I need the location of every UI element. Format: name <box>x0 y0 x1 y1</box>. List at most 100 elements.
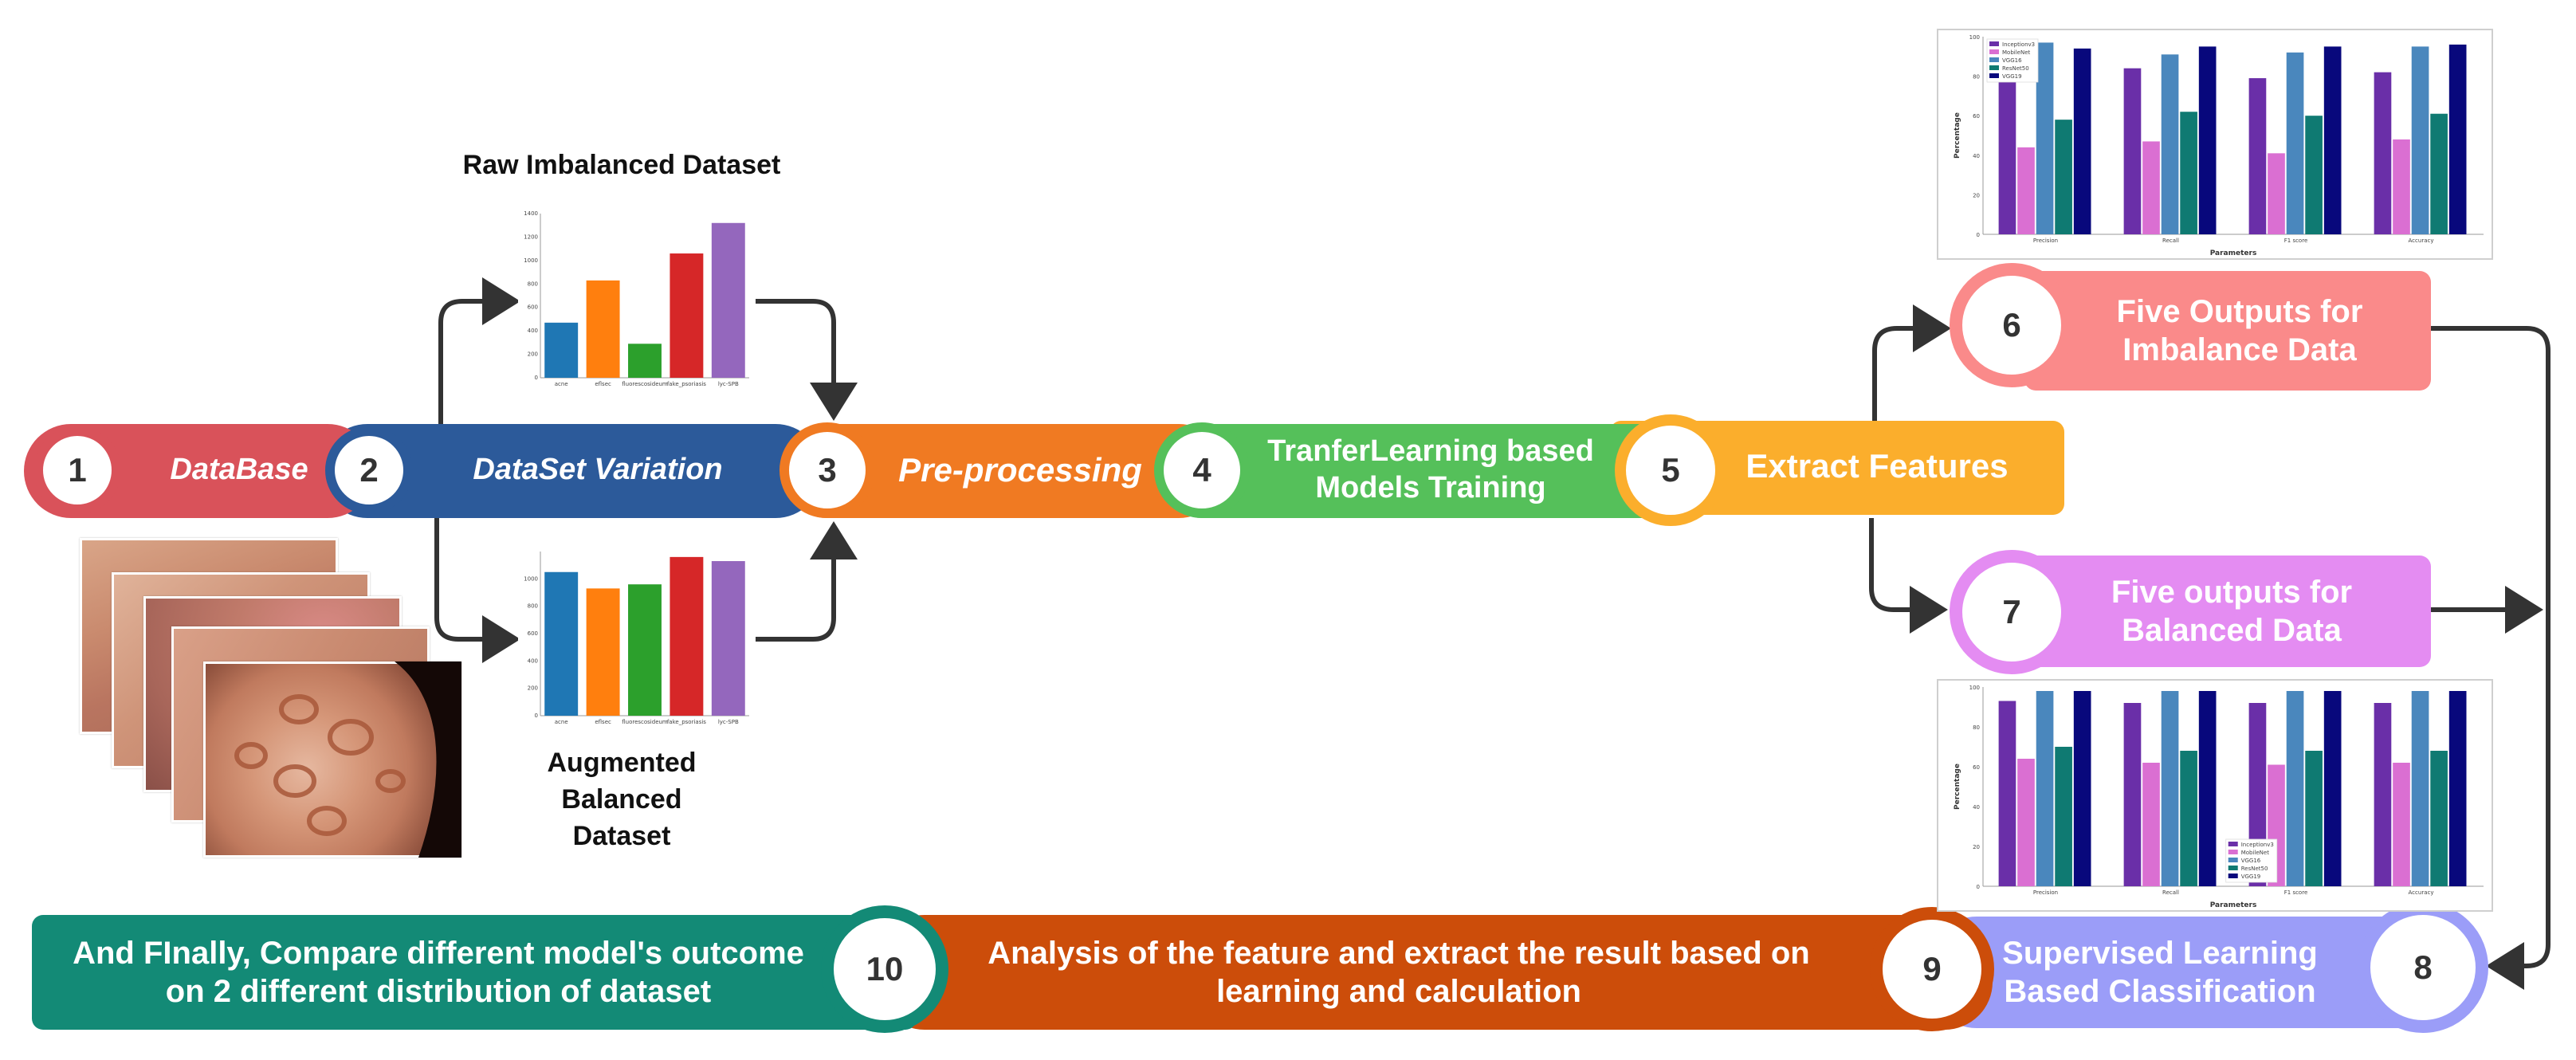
bar <box>2161 691 2179 886</box>
arrow-to-step-6 <box>1872 304 1951 424</box>
y-tick-label: 0 <box>1977 232 1980 238</box>
legend-swatch <box>2228 858 2238 862</box>
bar <box>711 561 745 716</box>
bar <box>2323 691 2342 886</box>
x-tick-label: fluorescosideum <box>622 381 668 387</box>
bar <box>2286 52 2304 234</box>
bar <box>1998 701 2016 886</box>
y-tick-label: 0 <box>1977 884 1980 890</box>
bar <box>2430 113 2448 234</box>
y-tick-label: 1000 <box>524 575 538 582</box>
bar <box>2305 751 2323 886</box>
bar <box>2036 691 2054 886</box>
step-7-label: Five outputs for Balanced Data <box>2111 575 2353 648</box>
x-tick-label: acne <box>555 719 568 725</box>
y-tick-label: 200 <box>528 685 538 692</box>
x-tick-label: eflsec <box>595 719 611 725</box>
step-2-label: DataSet Variation <box>473 453 723 487</box>
step-10-pill <box>32 915 917 1030</box>
y-tick-label: 600 <box>528 630 538 637</box>
legend-swatch <box>2228 850 2238 854</box>
legend-label: ResNet50 <box>2002 65 2029 72</box>
bar <box>586 588 620 716</box>
x-tick-label: Precision <box>2033 238 2058 244</box>
step-2-number: 2 <box>325 426 413 514</box>
y-tick-label: 40 <box>1973 153 1980 159</box>
bar <box>2180 112 2197 234</box>
bar <box>2393 139 2410 234</box>
arrow-to-step-7 <box>1869 518 1948 634</box>
bar <box>2448 44 2467 234</box>
bar <box>2036 42 2054 234</box>
y-tick-label: 1200 <box>524 234 538 240</box>
bar <box>2268 153 2285 234</box>
bar <box>2180 751 2197 886</box>
x-tick-label: F1 score <box>2284 889 2308 896</box>
bar <box>2123 703 2142 886</box>
y-tick-label: 100 <box>1969 34 1980 41</box>
y-tick-label: 400 <box>528 328 538 334</box>
x-tick-label: fake_psoriasis <box>667 381 706 387</box>
legend-label: MobileNet <box>2241 850 2270 856</box>
bar <box>2055 120 2072 234</box>
legend-label: Inceptionv3 <box>2002 41 2035 48</box>
x-tick-label: acne <box>555 381 568 387</box>
bar <box>2198 46 2217 235</box>
x-tick-label: fluorescosideum <box>622 719 668 725</box>
step-1-number: 1 <box>33 426 121 514</box>
bar <box>2198 691 2217 886</box>
y-tick-label: 40 <box>1973 804 1980 811</box>
y-tick-label: 600 <box>528 304 538 311</box>
arrow-from-augmented <box>756 521 858 642</box>
legend-swatch <box>1989 73 1999 78</box>
bar <box>711 222 745 378</box>
bar <box>2161 54 2179 234</box>
x-axis-label: Parameters <box>2210 901 2257 909</box>
y-tick-label: 20 <box>1973 844 1980 850</box>
bar <box>2017 147 2035 234</box>
step-9-label: Analysis of the feature and extract the … <box>988 936 1810 1009</box>
legend-swatch <box>1989 57 1999 62</box>
bar <box>2448 691 2467 886</box>
legend-swatch <box>1989 41 1999 46</box>
step-1-label: DataBase <box>170 453 308 487</box>
legend-swatch <box>2228 842 2238 846</box>
y-tick-label: 100 <box>1969 685 1980 691</box>
skin-lesions-icon <box>234 662 461 858</box>
legend-label: VGG16 <box>2002 57 2022 64</box>
bar <box>2055 747 2072 886</box>
y-tick-label: 20 <box>1973 192 1980 198</box>
step-7-pill <box>2024 556 2431 667</box>
bar <box>2411 46 2429 235</box>
bar <box>670 556 704 716</box>
x-tick-label: fake_psoriasis <box>667 719 706 725</box>
y-tick-label: 800 <box>528 281 538 287</box>
x-tick-label: Accuracy <box>2409 889 2434 896</box>
legend-label: VGG19 <box>2241 874 2261 880</box>
x-tick-label: F1 score <box>2284 238 2308 244</box>
step-9-number: 9 <box>1870 907 1994 1031</box>
y-tick-label: 1000 <box>524 257 538 264</box>
step-6-label: Five Outputs for Imbalance Data <box>2116 294 2363 367</box>
bar <box>1998 80 2016 234</box>
arrow-to-step-8 <box>2431 326 2550 990</box>
bar <box>2123 68 2142 235</box>
x-tick-label: Recall <box>2162 889 2179 896</box>
bar <box>2374 703 2392 886</box>
y-tick-label: 800 <box>528 603 538 610</box>
step-6-pill <box>2024 271 2431 391</box>
y-axis-label: Percentage <box>1954 112 1961 159</box>
x-tick-label: Recall <box>2162 238 2179 244</box>
bar <box>2305 116 2323 234</box>
legend-swatch <box>2228 866 2238 870</box>
legend-label: VGG16 <box>2241 858 2261 864</box>
legend-label: MobileNet <box>2002 49 2031 56</box>
step-5-label: Extract Features <box>1745 446 2009 485</box>
